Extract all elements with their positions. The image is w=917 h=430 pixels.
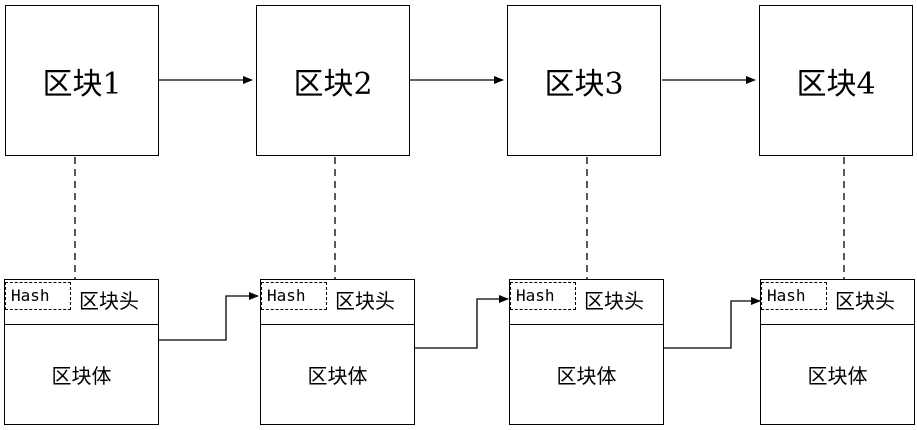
block-4: 区块4 bbox=[759, 5, 913, 156]
block-1-hash: Hash bbox=[5, 282, 71, 310]
block-4-detail: Hash 区块头 区块体 bbox=[760, 279, 915, 425]
block-3-detail: Hash 区块头 区块体 bbox=[509, 279, 664, 425]
block-2-hash: Hash bbox=[261, 282, 327, 310]
hash-arrow-1-2 bbox=[159, 296, 258, 340]
block-3-hash: Hash bbox=[510, 282, 576, 310]
block-4-hash: Hash bbox=[761, 282, 827, 310]
block-3: 区块3 bbox=[507, 5, 661, 156]
block-2-body: 区块体 bbox=[261, 325, 414, 424]
block-4-header: Hash 区块头 bbox=[761, 280, 914, 325]
block-3-header-label: 区块头 bbox=[584, 288, 644, 314]
block-3-body: 区块体 bbox=[510, 325, 663, 424]
block-3-title: 区块3 bbox=[544, 59, 623, 103]
block-4-header-label: 区块头 bbox=[835, 288, 895, 314]
hash-arrow-3-4 bbox=[662, 301, 760, 348]
hash-arrow-2-3 bbox=[415, 299, 508, 348]
block-1-body: 区块体 bbox=[5, 325, 158, 424]
block-2-header-label: 区块头 bbox=[335, 288, 395, 314]
block-2: 区块2 bbox=[256, 5, 410, 156]
block-1-title: 区块1 bbox=[42, 59, 121, 103]
block-1-header: Hash 区块头 bbox=[5, 280, 158, 325]
block-2-title: 区块2 bbox=[293, 59, 372, 103]
block-2-detail: Hash 区块头 区块体 bbox=[260, 279, 415, 425]
block-2-header: Hash 区块头 bbox=[261, 280, 414, 325]
block-3-header: Hash 区块头 bbox=[510, 280, 663, 325]
block-1-header-label: 区块头 bbox=[79, 288, 139, 314]
block-1-detail: Hash 区块头 区块体 bbox=[4, 279, 159, 425]
block-1: 区块1 bbox=[5, 5, 159, 156]
block-4-body: 区块体 bbox=[761, 325, 914, 424]
block-4-title: 区块4 bbox=[796, 59, 875, 103]
